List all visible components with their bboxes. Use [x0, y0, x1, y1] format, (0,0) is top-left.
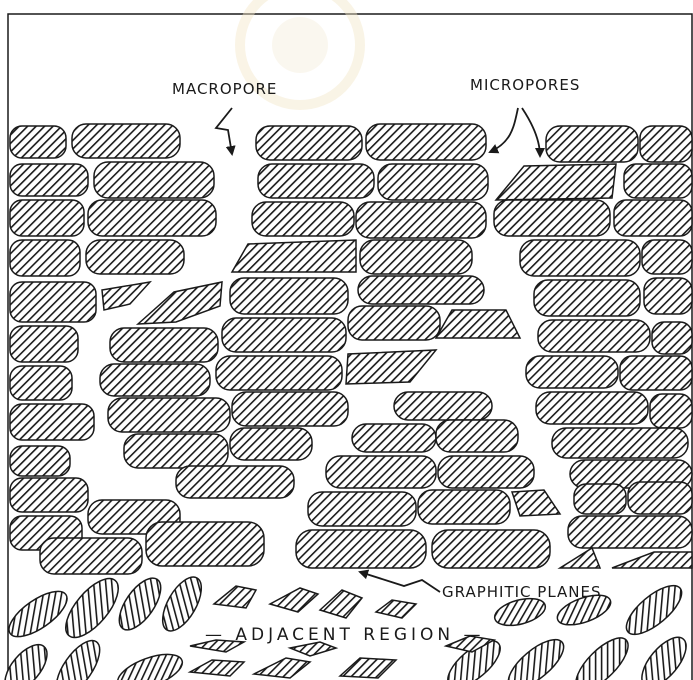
crystallite — [642, 240, 692, 274]
crystallite — [614, 200, 692, 236]
crystallite — [512, 490, 560, 516]
graphitic-planes-label: GRAPHITIC PLANES — [442, 583, 602, 601]
crystallite — [57, 570, 128, 646]
crystallite — [652, 322, 692, 354]
crystallite — [270, 588, 318, 612]
crystallite — [102, 282, 150, 310]
micropores-label: MICROPORES — [470, 76, 580, 94]
crystallite — [110, 328, 218, 362]
crystallite — [230, 428, 312, 460]
crystallite — [10, 404, 94, 440]
crystallite — [628, 482, 692, 514]
crystallite — [438, 456, 534, 488]
crystallite — [308, 492, 416, 526]
crystallite — [552, 428, 688, 458]
crystallite — [254, 658, 310, 678]
crystallite — [232, 392, 348, 426]
crystallite — [256, 126, 362, 160]
crystallite — [360, 240, 472, 274]
crystallite — [640, 126, 692, 162]
crystallite — [568, 630, 636, 680]
crystallite — [358, 276, 484, 304]
crystallite — [258, 164, 374, 198]
crystallite — [10, 200, 84, 236]
crystallite — [644, 278, 692, 314]
crystallite — [496, 164, 616, 200]
crystallite — [340, 658, 396, 678]
crystallite — [376, 600, 416, 618]
crystallite — [546, 126, 638, 162]
crystallite — [418, 490, 510, 524]
crystallite — [232, 240, 356, 272]
crystallite — [252, 202, 354, 236]
crystallite — [436, 310, 520, 338]
crystallite — [501, 631, 571, 680]
crystallite — [100, 364, 210, 396]
crystallite — [356, 202, 486, 238]
crystallite — [634, 630, 693, 680]
crystallite — [326, 456, 436, 488]
crystallite — [574, 484, 626, 514]
crystallite — [494, 200, 610, 236]
crystallite — [10, 126, 66, 158]
crystallite — [296, 530, 426, 568]
micropore-arrow-left — [490, 108, 518, 152]
crystallite — [88, 200, 216, 236]
crystallite — [320, 590, 362, 618]
crystallite — [520, 240, 640, 276]
crystallite — [230, 278, 348, 314]
crystallite — [536, 392, 648, 424]
crystallite — [124, 434, 228, 468]
crystallite — [222, 318, 346, 352]
crystallite — [624, 164, 692, 198]
crystallite — [366, 124, 486, 160]
crystallite — [72, 124, 180, 158]
crystallite — [612, 552, 692, 568]
crystallite — [48, 634, 108, 680]
macropore-label: MACROPORE — [172, 80, 277, 98]
crystallite — [40, 538, 142, 574]
crystallite — [10, 282, 96, 322]
crystallite — [146, 522, 264, 566]
crystallite — [619, 577, 689, 642]
crystallite — [432, 530, 550, 568]
crystallite — [538, 320, 650, 352]
crystallite — [111, 571, 168, 636]
crystallite — [346, 350, 436, 384]
crystallite — [10, 446, 70, 476]
crystallite — [568, 516, 692, 548]
crystallite-layers — [10, 124, 692, 574]
crystallite — [534, 280, 640, 316]
crystallite — [394, 392, 492, 420]
crystallite — [10, 326, 78, 362]
crystallite — [560, 548, 600, 568]
crystallite — [10, 478, 88, 512]
crystallite — [86, 240, 184, 274]
crystallite — [352, 424, 436, 452]
crystallite — [10, 164, 88, 196]
crystallite — [526, 356, 618, 388]
crystallite — [108, 398, 230, 432]
crystallite — [216, 356, 342, 390]
crystallite — [190, 660, 244, 676]
micropore-arrow-right — [522, 108, 540, 156]
graphitic-planes-arrow — [360, 572, 440, 592]
macropore-arrow — [216, 108, 232, 154]
adjacent-region-label: — ADJACENT REGION — — [205, 625, 485, 645]
crystallite — [348, 306, 440, 340]
crystallite — [138, 282, 222, 324]
crystallite — [94, 162, 214, 198]
crystallite — [650, 394, 692, 428]
crystallite — [620, 356, 692, 390]
crystallite — [10, 240, 80, 276]
crystallite — [436, 420, 518, 452]
crystallite — [2, 583, 74, 645]
crystallite — [176, 466, 294, 498]
crystallite — [113, 647, 186, 680]
crystallite — [10, 366, 72, 400]
crystallite — [214, 586, 256, 608]
crystallite — [378, 164, 488, 200]
